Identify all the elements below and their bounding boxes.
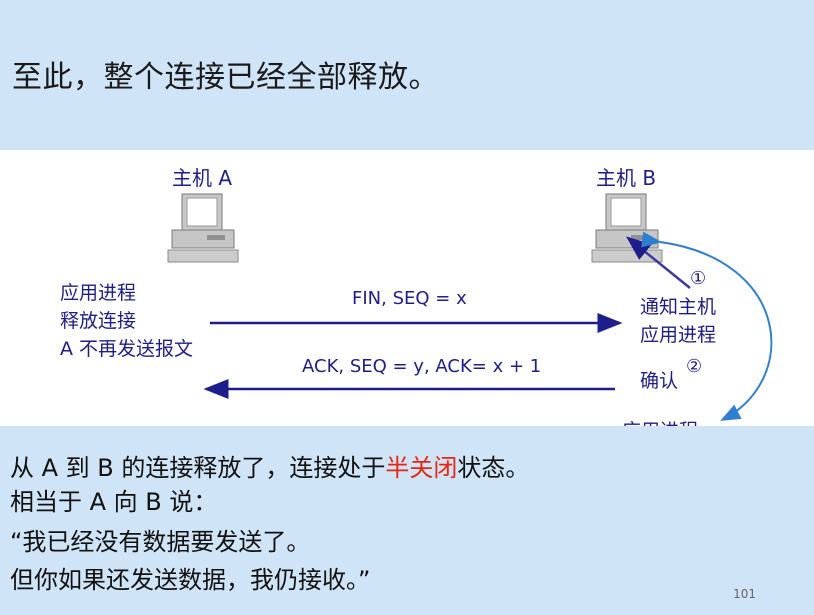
host-b-notify-line-2: 应用进程 — [640, 324, 717, 346]
summary-line-3: “我已经没有数据要发送了。 — [10, 528, 311, 556]
host-b-label: 主机 B — [596, 166, 657, 190]
host-a-label: 主机 A — [172, 166, 233, 190]
host-b-partial-label: 应用进程 — [622, 416, 698, 426]
step-2-marker: ② — [686, 356, 703, 377]
application-curve-arrow — [641, 231, 773, 421]
headline-text: 至此，整个连接已经全部释放。 — [12, 60, 439, 95]
host-b-computer-icon — [591, 193, 663, 263]
half-close-highlight: 半关闭 — [385, 454, 458, 482]
fin-message-label: FIN, SEQ = x — [352, 288, 467, 309]
diagram-graphics — [167, 193, 773, 421]
summary-line-2: 相当于 A 向 B 说： — [10, 488, 218, 516]
host-a-note-line-3: A 不再发送报文 — [60, 338, 194, 360]
summary-line-4: 但你如果还发送数据，我仍接收。” — [10, 566, 371, 594]
step-1-marker: ① — [690, 268, 707, 289]
host-a-note-line-2: 释放连接 — [60, 310, 137, 332]
summary-line-1-after: 状态。 — [457, 454, 530, 482]
tcp-diagram: 主机 A 主机 B 应用进程 释放连接 A 不再发送报文 FIN, SEQ = … — [0, 150, 814, 426]
summary-line-1: 从 A 到 B 的连接释放了，连接处于半关闭状态。 — [10, 448, 529, 483]
headline-panel: 至此，整个连接已经全部释放。 — [0, 0, 814, 150]
host-b-confirm-label: 确认 — [640, 370, 679, 392]
host-a-note-line-1: 应用进程 — [60, 282, 137, 304]
ack-message-label: ACK, SEQ = y, ACK= x + 1 — [302, 356, 542, 377]
summary-line-1-before: 从 A 到 B 的连接释放了，连接处于 — [10, 454, 386, 482]
summary-panel: 从 A 到 B 的连接释放了，连接处于半关闭状态。 相当于 A 向 B 说： “… — [0, 426, 814, 615]
host-a-computer-icon — [167, 193, 239, 263]
page-number: 101 — [733, 587, 756, 601]
host-b-notify-line-1: 通知主机 — [640, 296, 717, 318]
